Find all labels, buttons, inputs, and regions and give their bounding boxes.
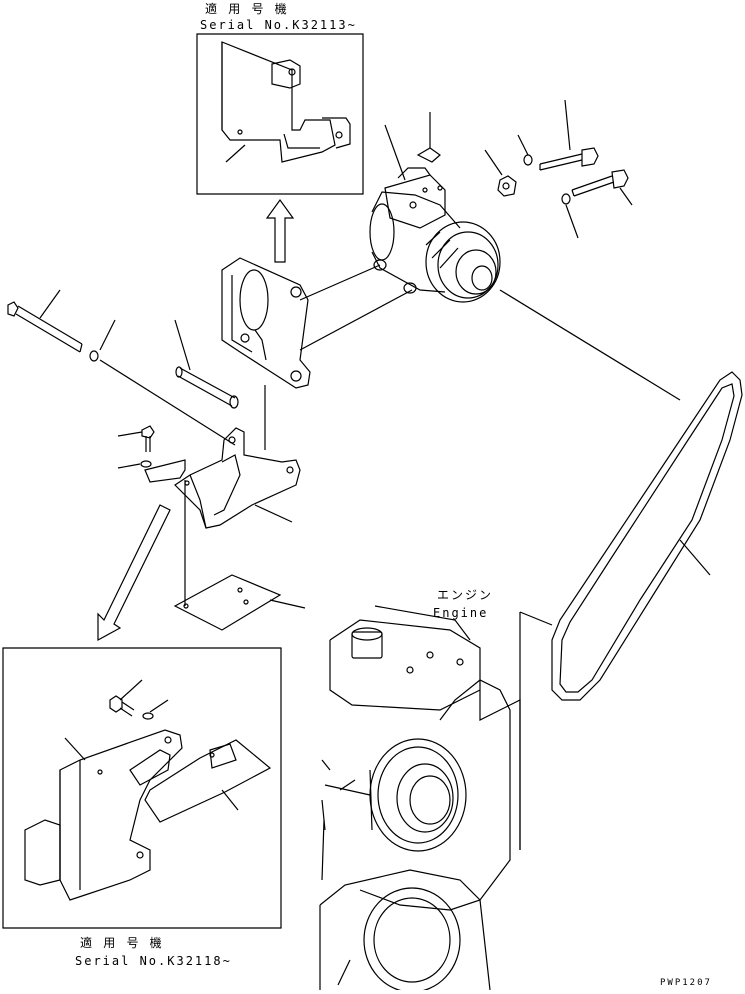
inset-bottom-serial-label: Serial No.K32118~ <box>75 954 232 968</box>
mounting-plate <box>222 258 310 388</box>
drawing-code: PWP1207 <box>660 978 712 988</box>
arrow-up <box>267 200 293 262</box>
compressor <box>370 168 500 302</box>
clip <box>418 148 440 162</box>
inset-top-applicable-label: 適 用 号 機 <box>205 2 289 16</box>
inset-washer <box>143 713 153 719</box>
v-belt <box>552 372 742 700</box>
lower-bracket <box>145 428 300 528</box>
arrow-down <box>98 505 170 640</box>
washer-2 <box>562 194 570 204</box>
engine-label-en: Engine <box>433 606 489 620</box>
spacer-pipe <box>176 367 238 408</box>
nut <box>498 176 516 196</box>
long-bolt <box>8 302 82 352</box>
shim-plate <box>175 575 280 630</box>
inset-bottom-applicable-label: 適 用 号 機 <box>80 936 164 950</box>
engine-label-jp: エンジン <box>437 588 494 602</box>
washer <box>524 155 532 165</box>
inset-top-bracket <box>222 42 350 162</box>
small-washer <box>141 461 151 467</box>
small-bolt <box>142 426 154 452</box>
inset-bolt <box>110 696 134 716</box>
inset-box-top <box>197 34 363 194</box>
inset-box-bottom <box>3 648 281 928</box>
bolt-short <box>572 170 628 196</box>
engine <box>320 606 520 990</box>
inset-top-serial-label: Serial No.K32113~ <box>200 18 357 32</box>
bolt-long <box>540 148 598 170</box>
washer-left <box>90 351 98 361</box>
inset-bottom-bracket <box>25 730 270 900</box>
